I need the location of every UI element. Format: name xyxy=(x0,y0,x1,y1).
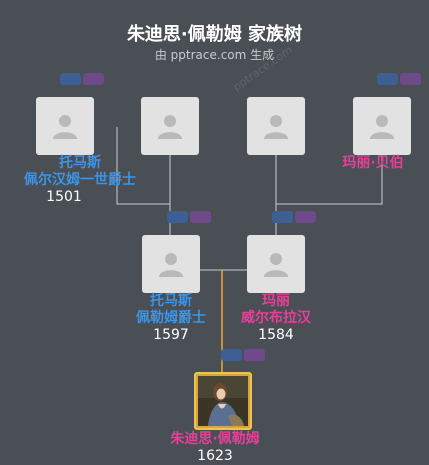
person-card-father[interactable] xyxy=(142,235,200,293)
person-card-gp3[interactable] xyxy=(247,97,305,155)
parents-toggle-icon[interactable] xyxy=(377,73,398,85)
person-silhouette-icon xyxy=(264,115,288,139)
spouses-toggle-icon[interactable] xyxy=(244,349,265,361)
person-card-gp1[interactable] xyxy=(36,97,94,155)
person-year-father: 1597 xyxy=(153,327,189,343)
name-line1: 玛丽 xyxy=(262,293,290,309)
person-name-subject: 朱迪思·佩勒姆 xyxy=(170,431,260,447)
person-silhouette-icon xyxy=(158,115,182,139)
name-line1: 托马斯 xyxy=(59,155,101,171)
subject-toggle-chips xyxy=(221,349,265,361)
name-line2: 佩勒姆爵士 xyxy=(136,310,206,326)
parents-toggle-icon[interactable] xyxy=(221,349,242,361)
spouses-toggle-icon[interactable] xyxy=(190,211,211,223)
name-line2: 威尔布拉汉 xyxy=(241,310,311,326)
person-name-father: 托马斯 佩勒姆爵士 xyxy=(110,293,232,327)
parents-toggle-icon[interactable] xyxy=(272,211,293,223)
person-card-gp4[interactable] xyxy=(353,97,411,155)
parents-toggle-icon[interactable] xyxy=(60,73,81,85)
person-silhouette-icon xyxy=(264,253,288,277)
name-line1: 托马斯 xyxy=(150,293,192,309)
spouses-toggle-icon[interactable] xyxy=(295,211,316,223)
person-year-subject: 1623 xyxy=(197,448,233,464)
person-card-subject[interactable] xyxy=(194,372,252,430)
person-card-gp2[interactable] xyxy=(141,97,199,155)
page-subtitle: 由 pptrace.com 生成 xyxy=(154,48,275,62)
person-silhouette-icon xyxy=(53,115,77,139)
parents-toggle-icon[interactable] xyxy=(167,211,188,223)
person-name-gp4: 玛丽·贝伯 xyxy=(342,155,404,171)
person-year-gp1: 1501 xyxy=(46,189,82,205)
name-line2: 佩尔汉姆一世爵士 xyxy=(24,172,136,188)
connector-gp3 xyxy=(275,155,383,205)
father-toggle-chips xyxy=(167,211,211,223)
portrait-photo xyxy=(198,376,248,426)
mother-toggle-chips xyxy=(272,211,316,223)
gp4-toggle-chips xyxy=(377,73,421,85)
person-silhouette-icon xyxy=(159,253,183,277)
person-silhouette-icon xyxy=(370,115,394,139)
person-card-mother[interactable] xyxy=(247,235,305,293)
gp1-toggle-chips xyxy=(60,73,104,85)
spouses-toggle-icon[interactable] xyxy=(83,73,104,85)
page-title: 朱迪思·佩勒姆 家族树 xyxy=(126,24,303,45)
person-name-mother: 玛丽 威尔布拉汉 xyxy=(220,293,332,327)
person-name-gp1: 托马斯 佩尔汉姆一世爵士 xyxy=(0,155,160,189)
spouses-toggle-icon[interactable] xyxy=(400,73,421,85)
person-year-mother: 1584 xyxy=(258,327,294,343)
